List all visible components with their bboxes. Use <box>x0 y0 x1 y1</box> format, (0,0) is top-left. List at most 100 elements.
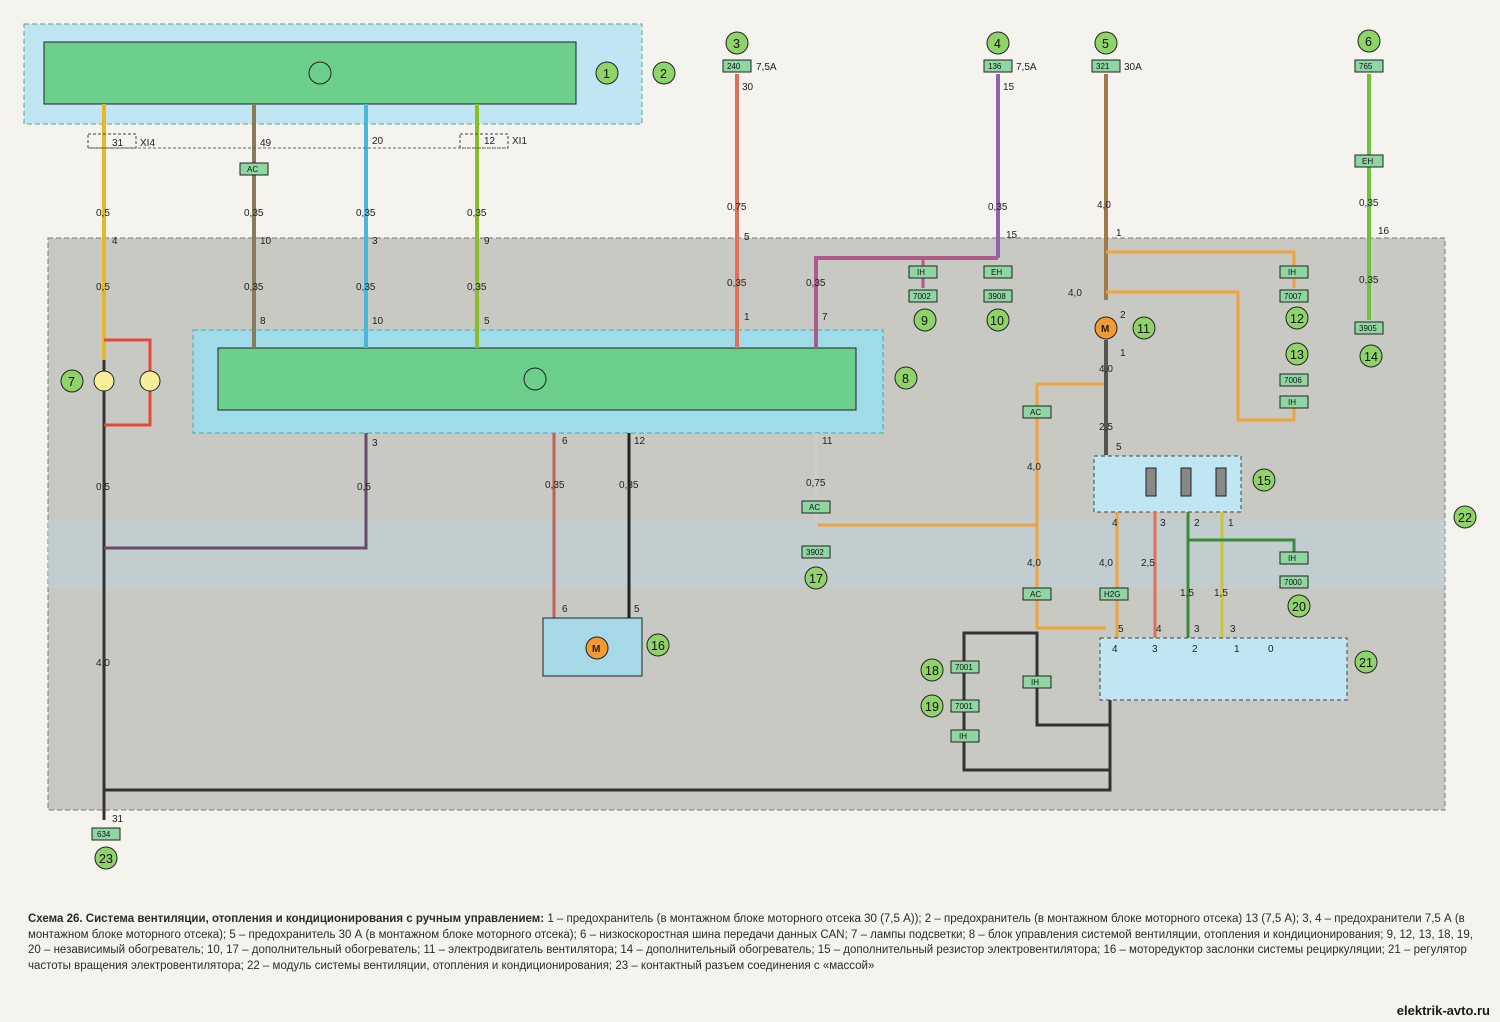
tag-7007 <box>1279 289 1309 303</box>
wire-label: 2 <box>1120 310 1126 321</box>
tag-ac <box>239 162 269 176</box>
callout-14: 14 <box>1359 344 1383 368</box>
callout-17: 17 <box>804 566 828 590</box>
watermark: elektrik-avto.ru <box>1396 1003 1490 1018</box>
wire-label: 4,0 <box>1027 462 1041 473</box>
callout-number: 2 <box>660 67 667 81</box>
wire-label: 2 <box>1192 644 1198 655</box>
callout-8: 8 <box>894 366 918 390</box>
callout-5: 5 <box>1094 31 1118 55</box>
tag-ih <box>950 729 980 743</box>
tag-ih-text: IH <box>1031 678 1039 687</box>
callout-number: 20 <box>1292 600 1306 614</box>
tag-ih <box>908 265 938 279</box>
motor-icon <box>585 636 609 660</box>
callout-4: 4 <box>986 31 1010 55</box>
wire-label: 4,0 <box>1097 200 1111 211</box>
connector-x14 <box>87 133 137 149</box>
callout-16: 16 <box>646 633 670 657</box>
wire-label: 3 <box>1152 644 1158 655</box>
wire-label: 5 <box>1118 624 1124 635</box>
callout-number: 8 <box>902 372 909 386</box>
callout-18: 18 <box>920 658 944 682</box>
wire-label: 4,0 <box>1099 364 1113 375</box>
wire-label: 2 <box>1194 518 1200 529</box>
module-band <box>48 520 1445 588</box>
callout-number: 13 <box>1290 348 1304 362</box>
tag-3902 <box>801 545 831 559</box>
wire-label: 0,35 <box>619 480 639 491</box>
fuse-rating: 7,5А <box>756 62 777 73</box>
tag-7000-text: 7000 <box>1284 578 1302 587</box>
wire-label: 3 <box>372 438 378 449</box>
wire-20-branch <box>1188 538 1296 555</box>
wire-label: 20 <box>372 136 384 147</box>
wire-label: 0,35 <box>727 278 747 289</box>
wire-label: 5 <box>634 604 640 615</box>
tag-h2g-text: H2G <box>1104 590 1120 599</box>
tag-7006 <box>1279 373 1309 387</box>
callout-number: 7 <box>68 375 75 389</box>
tag-7002-text: 7002 <box>913 292 931 301</box>
tag-ih-text: IH <box>1288 554 1296 563</box>
wire-label: 0,5 <box>96 208 110 219</box>
wire-label: 0,35 <box>988 202 1008 213</box>
callout-number: 23 <box>99 852 113 866</box>
tag-7001-text: 7001 <box>955 702 973 711</box>
tag-h2g <box>1099 587 1129 601</box>
wire-label: 4,0 <box>1099 558 1113 569</box>
wire-label: 1 <box>1228 518 1234 529</box>
callout-7: 7 <box>60 369 84 393</box>
callout-number: 4 <box>994 37 1001 51</box>
callout-number: 6 <box>1365 35 1372 49</box>
wire-label: 4,0 <box>96 658 110 669</box>
fuse-block <box>43 41 577 105</box>
wire-label: 10 <box>260 236 272 247</box>
wire-label: 0,35 <box>244 208 264 219</box>
wire-label: 1 <box>1120 348 1126 359</box>
callout-number: 22 <box>1458 511 1472 525</box>
control-unit-8 <box>217 347 857 411</box>
fan-motor-11 <box>1094 316 1118 340</box>
wire-18-19 <box>962 631 1110 772</box>
fuse-pin: 30 <box>742 82 754 93</box>
wire-label: 0,35 <box>1359 198 1379 209</box>
callout-number: 5 <box>1102 37 1109 51</box>
wire-label: 1 <box>1116 228 1122 239</box>
fuse-tag-765 <box>1354 59 1384 73</box>
wire-ac <box>1035 382 1106 630</box>
callout-20: 20 <box>1287 594 1311 618</box>
wire-label: 0,75 <box>806 478 826 489</box>
wire-label: 1,5 <box>1214 588 1228 599</box>
wire-label: 3 <box>372 236 378 247</box>
callout-number: 17 <box>809 572 823 586</box>
callout-19: 19 <box>920 694 944 718</box>
tag-3905-text: 3905 <box>1359 324 1377 333</box>
fuse-tag-240 <box>722 59 752 73</box>
wire-heater-13 <box>1106 290 1296 422</box>
wire-label: 0,35 <box>356 208 376 219</box>
tag-7007-text: 7007 <box>1284 292 1302 301</box>
callout-21: 21 <box>1354 650 1378 674</box>
fan-regulator-21 <box>1099 637 1348 701</box>
fuse-tag-321 <box>1091 59 1121 73</box>
callout-10: 10 <box>986 308 1010 332</box>
wire-label: 5 <box>744 232 750 243</box>
callout-number: 9 <box>921 314 928 328</box>
wire-label: 2,5 <box>1141 558 1155 569</box>
resistor <box>1180 467 1192 497</box>
motor-label: M <box>1101 324 1109 335</box>
lamp-icon <box>139 370 161 392</box>
callout-9: 9 <box>913 308 937 332</box>
wire-label: 4,0 <box>1027 558 1041 569</box>
tag-3908-text: 3908 <box>988 292 1006 301</box>
wire-label: 4 <box>112 236 118 247</box>
caption-body: 1 – предохранитель (в монтажном блоке мо… <box>28 913 1473 972</box>
wire-label: XI1 <box>512 136 527 147</box>
tag-7001-text: 7001 <box>955 663 973 672</box>
callout-number: 3 <box>733 37 740 51</box>
wire-label: 0,35 <box>467 282 487 293</box>
wire-label: 0,75 <box>727 202 747 213</box>
callout-6: 6 <box>1357 29 1381 53</box>
wire-label: 16 <box>1378 226 1390 237</box>
